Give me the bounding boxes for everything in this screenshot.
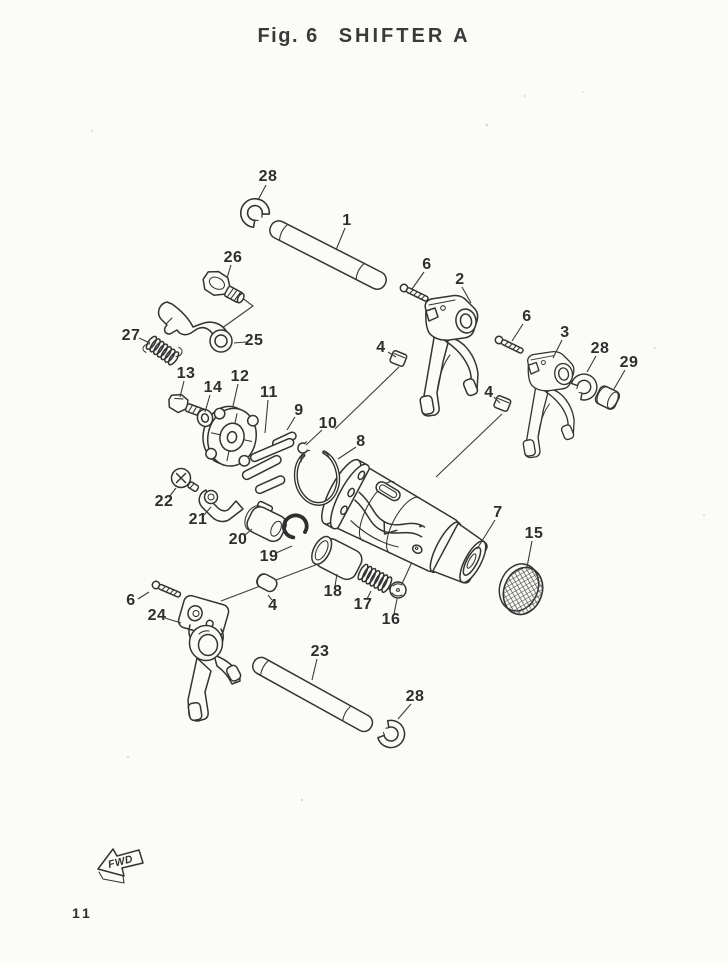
part-callout-8: 8 — [356, 433, 366, 450]
part-callout-6: 6 — [126, 592, 136, 609]
part-callout-4: 4 — [484, 384, 494, 401]
figure-label: Fig. 6 — [257, 25, 319, 47]
page-number: 11 — [72, 905, 93, 921]
leader-lines — [137, 184, 626, 720]
part-spring-17 — [357, 563, 393, 594]
part-pin-6-bottom — [150, 579, 183, 600]
part-shaft-23 — [252, 656, 374, 733]
figure-name: SHIFTER A — [338, 25, 471, 47]
part-pins-9-11 — [241, 431, 297, 495]
part-roller-29 — [594, 385, 621, 410]
part-ball-16 — [389, 581, 407, 599]
part-cap-15 — [498, 563, 544, 616]
part-circlip-28-top — [234, 192, 274, 231]
part-callout-2: 2 — [455, 271, 465, 288]
part-clip-10 — [297, 441, 311, 454]
part-callout-21: 21 — [188, 511, 208, 528]
part-callout-9: 9 — [294, 402, 304, 419]
part-callout-14: 14 — [203, 379, 223, 396]
part-callout-17: 17 — [353, 596, 373, 613]
part-lever-21 — [198, 489, 244, 523]
part-lever-25 — [157, 301, 233, 353]
part-block-4b — [492, 394, 513, 413]
part-callout-4: 4 — [268, 597, 278, 614]
part-callout-1: 1 — [342, 212, 352, 229]
part-shift-fork-3 — [522, 350, 576, 459]
part-callout-28: 28 — [258, 168, 278, 185]
part-callout-4: 4 — [376, 339, 386, 356]
part-block-4a — [388, 349, 409, 368]
part-circlip-28-bottom — [375, 716, 411, 754]
part-callout-7: 7 — [493, 504, 503, 521]
part-bushing-20 — [244, 500, 287, 543]
part-callout-20: 20 — [228, 531, 248, 548]
part-cam-plate-12 — [202, 405, 259, 467]
part-callout-11: 11 — [260, 384, 278, 401]
part-callout-6: 6 — [422, 256, 432, 273]
part-callout-16: 16 — [381, 611, 401, 628]
part-callout-3: 3 — [560, 324, 570, 341]
part-bolt-26 — [202, 270, 245, 304]
part-shift-drum-7 — [321, 458, 488, 584]
part-callout-27: 27 — [121, 327, 141, 344]
part-callout-26: 26 — [223, 249, 243, 266]
part-shaft-1 — [269, 220, 387, 290]
part-spring-27 — [142, 335, 183, 366]
part-callout-28: 28 — [590, 340, 610, 357]
part-callout-19: 19 — [259, 548, 279, 565]
part-callout-25: 25 — [244, 332, 264, 349]
part-shift-fork-2 — [418, 294, 480, 417]
part-callout-29: 29 — [619, 354, 639, 371]
part-plunger-18 — [311, 535, 363, 581]
part-pin-6-right — [493, 334, 525, 356]
part-oring-19 — [282, 513, 309, 540]
part-callout-22: 22 — [154, 493, 174, 510]
fwd-label: FWD — [107, 853, 135, 871]
part-callout-12: 12 — [230, 368, 250, 385]
part-callout-15: 15 — [524, 525, 544, 542]
figure-title: Fig. 6 SHIFTER A — [0, 25, 728, 48]
part-callout-18: 18 — [323, 583, 343, 600]
part-callout-28: 28 — [405, 688, 425, 705]
fwd-marker: FWD — [97, 848, 144, 884]
part-callout-10: 10 — [318, 415, 338, 432]
part-shift-fork-24 — [177, 594, 242, 722]
part-callout-6: 6 — [522, 308, 532, 325]
part-callout-23: 23 — [310, 643, 330, 660]
part-screw-22 — [170, 467, 200, 493]
paper-specks — [91, 91, 705, 802]
part-callout-24: 24 — [147, 607, 167, 624]
part-roller-4c — [256, 573, 278, 593]
part-callout-13: 13 — [176, 365, 196, 382]
part-ring-8 — [293, 450, 341, 506]
part-washer-14 — [196, 408, 214, 428]
